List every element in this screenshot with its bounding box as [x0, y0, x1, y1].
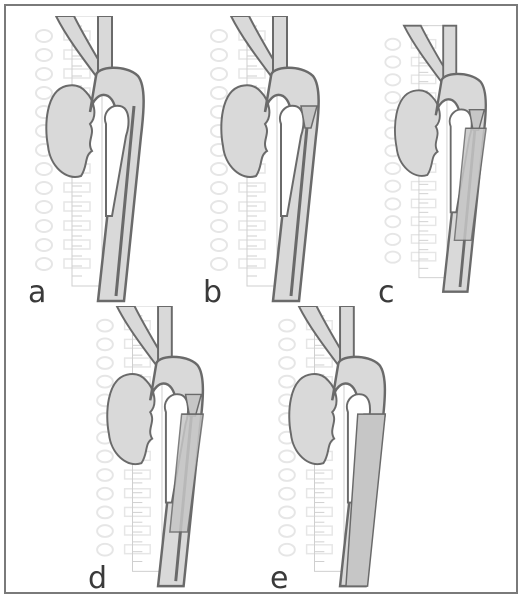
vertebra	[211, 201, 227, 213]
rib-stub	[411, 235, 435, 243]
vertebra	[279, 450, 295, 462]
rib-stub	[307, 545, 333, 554]
vertebra	[36, 182, 52, 194]
aorta-diagram-a	[26, 16, 176, 306]
vertebra	[211, 87, 227, 99]
vertebra	[211, 68, 227, 80]
vertebra	[279, 357, 295, 369]
aorta-diagram-b	[201, 16, 351, 306]
panel-label-e: e	[270, 564, 288, 594]
vertebra	[279, 338, 295, 350]
rib-stub	[411, 75, 435, 83]
vertebra	[385, 234, 400, 245]
vertebra	[97, 488, 113, 500]
panel-b: b	[201, 16, 351, 306]
panel-d: d	[86, 306, 236, 591]
vertebra	[97, 376, 113, 388]
panel-c: c	[376, 16, 516, 306]
rib-stub	[239, 69, 265, 78]
vertebra	[97, 506, 113, 518]
rib-stub	[307, 470, 333, 479]
vertebra	[97, 544, 113, 556]
vertebra	[97, 357, 113, 369]
panel-label-d: d	[88, 564, 107, 594]
vertebra	[279, 525, 295, 537]
vertebra	[36, 87, 52, 99]
vertebra	[211, 182, 227, 194]
aorta-diagram-d	[86, 306, 236, 591]
rib-stub	[64, 183, 90, 192]
aorta-diagram-e	[268, 306, 418, 591]
rib-stub	[411, 182, 435, 190]
heart-outline	[289, 374, 336, 464]
vertebra	[385, 216, 400, 227]
vertebra	[36, 163, 52, 175]
vertebra	[211, 220, 227, 232]
vertebra	[36, 258, 52, 270]
vertebra	[97, 320, 113, 332]
heart-outline	[395, 90, 440, 176]
rib-stub	[411, 199, 435, 207]
vertebra	[36, 68, 52, 80]
panel-label-a: a	[28, 278, 46, 308]
vertebra	[97, 338, 113, 350]
panel-label-c: c	[378, 278, 395, 308]
rib-stub	[239, 183, 265, 192]
rib-stub	[64, 240, 90, 249]
vertebra	[385, 74, 400, 85]
vertebra	[279, 469, 295, 481]
panel-a: a	[26, 16, 176, 306]
vertebra	[385, 252, 400, 263]
vertebra	[36, 239, 52, 251]
rib-stub	[239, 259, 265, 268]
vertebra	[97, 525, 113, 537]
vertebra	[211, 30, 227, 42]
rib-stub	[307, 526, 333, 535]
rib-stub	[307, 358, 333, 367]
rib-stub	[64, 259, 90, 268]
rib-stub	[125, 470, 151, 479]
panel-e: e	[268, 306, 418, 591]
vertebra	[36, 30, 52, 42]
vertebra	[385, 181, 400, 192]
rib-stub	[64, 69, 90, 78]
vertebra	[211, 163, 227, 175]
vertebra	[279, 544, 295, 556]
vertebra	[211, 49, 227, 61]
panel-label-b: b	[203, 278, 222, 308]
vertebra	[279, 506, 295, 518]
vertebra	[385, 92, 400, 103]
vertebra	[211, 258, 227, 270]
vertebra	[279, 320, 295, 332]
vertebra	[385, 39, 400, 50]
vertebra	[385, 198, 400, 209]
vertebra	[36, 49, 52, 61]
vertebra	[36, 201, 52, 213]
heart-outline	[107, 374, 154, 464]
heart-outline	[221, 85, 269, 177]
vertebra	[279, 376, 295, 388]
vertebra	[36, 220, 52, 232]
rib-stub	[125, 358, 151, 367]
rib-stub	[239, 240, 265, 249]
vertebra	[279, 488, 295, 500]
rib-stub	[125, 526, 151, 535]
vertebra	[97, 469, 113, 481]
vertebra	[211, 239, 227, 251]
aorta-diagram-c	[376, 16, 516, 306]
heart-outline	[46, 85, 94, 177]
rib-stub	[411, 252, 435, 260]
figure-frame: a b c d e	[4, 4, 518, 594]
vertebra	[385, 163, 400, 174]
vertebra	[97, 450, 113, 462]
vertebra	[385, 56, 400, 67]
rib-stub	[125, 545, 151, 554]
